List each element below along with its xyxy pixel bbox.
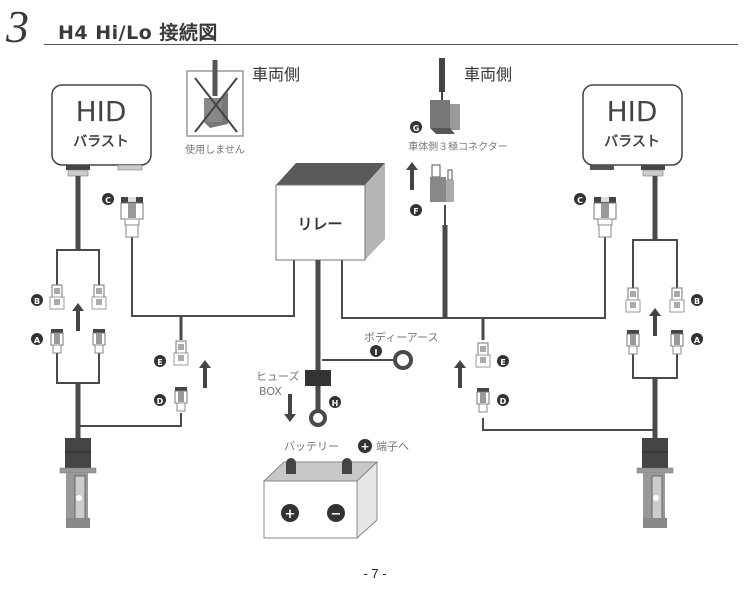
svg-text:E: E xyxy=(157,358,162,367)
connector-a-right-1 xyxy=(626,329,640,355)
connector-b-left-2 xyxy=(91,284,107,310)
vehicle-side-label-left: 車両側 xyxy=(252,65,300,84)
svg-text:H: H xyxy=(332,399,339,408)
svg-text:C: C xyxy=(577,196,583,205)
plus-icon xyxy=(358,439,372,453)
connector-d-left xyxy=(174,386,188,412)
ballast-right-subtitle: バラスト xyxy=(604,134,660,150)
body-earth-label: ボディーアース xyxy=(364,330,439,344)
marker-b-right: B xyxy=(691,294,703,306)
marker-a-right: A xyxy=(691,333,703,345)
battery-label: バッテリー xyxy=(284,440,339,453)
connector-d-right xyxy=(476,387,490,413)
marker-h: H xyxy=(329,396,341,408)
svg-text:I: I xyxy=(375,348,378,357)
connector-a-left-2 xyxy=(92,328,106,354)
ballast-right-title: HID xyxy=(607,95,658,128)
svg-text:D: D xyxy=(157,397,164,406)
arrow-up-icon xyxy=(199,360,211,388)
svg-text:−: − xyxy=(331,507,342,522)
vehicle-side-label-right: 車両側 xyxy=(464,65,512,84)
ballast-left-title: HID xyxy=(76,95,127,128)
marker-b-left: B xyxy=(31,294,43,306)
svg-text:F: F xyxy=(413,207,418,216)
wiring-right xyxy=(341,176,678,438)
svg-text:E: E xyxy=(500,358,505,367)
body-connector-label: 車体側３極コネクター xyxy=(408,140,508,153)
title-divider xyxy=(44,44,738,45)
connector-a-right-2 xyxy=(670,329,684,355)
h4-bulb-right xyxy=(636,437,674,529)
marker-e-right: E xyxy=(497,355,509,367)
svg-text:+: + xyxy=(285,507,296,522)
svg-text:A: A xyxy=(694,336,701,345)
battery-minus-icon xyxy=(327,504,345,522)
connector-b-left-1 xyxy=(49,284,65,310)
terminal-label: 端子へ xyxy=(376,440,409,453)
svg-text:B: B xyxy=(694,297,700,306)
marker-g: G xyxy=(410,121,422,133)
svg-text:A: A xyxy=(34,336,41,345)
svg-text:C: C xyxy=(105,196,111,205)
connector-c-right xyxy=(593,196,617,238)
svg-text:G: G xyxy=(413,124,420,133)
page-title: H4 Hi/Lo 接続図 xyxy=(58,22,218,44)
marker-i: I xyxy=(370,345,382,357)
marker-a-left: A xyxy=(31,333,43,345)
connector-e-right xyxy=(475,342,491,368)
vehicle-3pin-connector: 車両側 車体側３極コネクター xyxy=(408,58,512,202)
page-number: - 7 - xyxy=(363,566,387,581)
wiring-left xyxy=(56,176,295,438)
marker-d-right: D xyxy=(497,394,509,406)
marker-f: F xyxy=(410,204,422,216)
fuse-label: ヒューズ xyxy=(256,369,299,383)
unused-vehicle-connector: 車両側 使用しません xyxy=(185,60,300,156)
connector-b-right-1 xyxy=(625,287,641,313)
power-wiring xyxy=(305,260,413,427)
svg-text:B: B xyxy=(34,297,40,306)
ballast-right: HID バラスト xyxy=(582,84,683,177)
section-number: 3 xyxy=(6,1,29,52)
svg-text:+: + xyxy=(360,440,369,453)
h4-bulb-left xyxy=(59,437,97,529)
arrow-up-icon xyxy=(406,162,418,190)
fuse-box xyxy=(305,370,331,386)
relay-box: リレー xyxy=(275,163,385,261)
marker-d-left: D xyxy=(154,394,166,406)
relay-label: リレー xyxy=(297,215,342,233)
ballast-left-subtitle: バラスト xyxy=(73,134,129,150)
fuse-box-label: BOX xyxy=(259,385,282,398)
battery: バッテリー + 端子へ + − xyxy=(262,439,409,540)
connector-e-left xyxy=(173,340,189,366)
connector-c-left xyxy=(120,196,144,238)
marker-e-left: E xyxy=(154,355,166,367)
connector-a-left-1 xyxy=(50,328,64,354)
battery-terminal-ring xyxy=(309,409,327,427)
battery-plus-icon xyxy=(281,504,299,522)
not-used-label: 使用しません xyxy=(185,143,245,156)
arrow-up-icon xyxy=(649,308,661,336)
ballast-left: HID バラスト xyxy=(51,84,152,177)
marker-c-right: C xyxy=(574,193,586,205)
arrow-up-icon xyxy=(454,360,466,388)
marker-c-left: C xyxy=(102,193,114,205)
connector-b-right-2 xyxy=(669,287,685,313)
arrow-down-icon xyxy=(284,394,296,422)
arrow-up-icon xyxy=(72,303,84,331)
svg-text:D: D xyxy=(500,397,507,406)
